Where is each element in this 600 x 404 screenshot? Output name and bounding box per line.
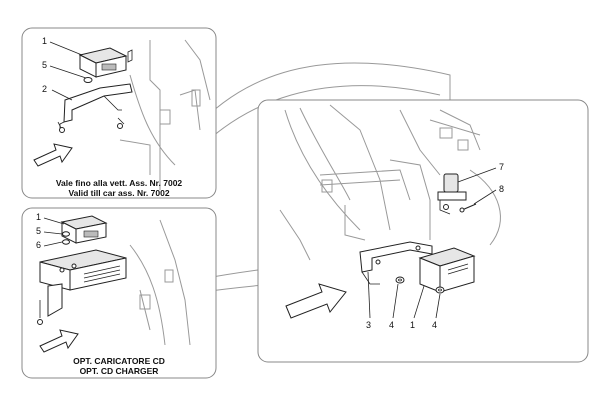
caption-italian: Vale fino alla vett. Ass. Nr. 7002: [56, 178, 183, 188]
direction-arrow-icon: [39, 329, 79, 353]
callout-6: 6: [36, 240, 41, 250]
nut-part: [395, 276, 405, 284]
callout-1: 1: [36, 212, 41, 222]
bracket-part: [359, 241, 433, 285]
panel-main: 7 8 3 4 1 4: [257, 99, 589, 363]
panel-valid-till: 1 5 2 Vale fino alla vett. Ass. Nr. 7002…: [21, 27, 217, 199]
callout-3: 3: [366, 320, 371, 330]
nut-part: [435, 286, 445, 294]
direction-arrow-icon: [285, 283, 347, 319]
caption-english: Valid till car ass. Nr. 7002: [68, 188, 169, 198]
callout-1: 1: [42, 36, 47, 46]
direction-arrow-icon: [33, 143, 73, 167]
washer-part: [83, 77, 93, 83]
cd-module: [60, 215, 108, 244]
callout-5: 5: [36, 226, 41, 236]
callout-5: 5: [42, 60, 47, 70]
panel-cd-charger: 1 5 6 OPT. CARICATORE CD OPT. CD CHARGER: [21, 207, 217, 379]
callout-1: 1: [410, 320, 415, 330]
callout-7: 7: [499, 162, 504, 172]
callout-4: 4: [389, 320, 394, 330]
caption-english: OPT. CD CHARGER: [80, 366, 159, 376]
callout-2: 2: [42, 84, 47, 94]
callout-8: 8: [499, 184, 504, 194]
caption-italian: OPT. CARICATORE CD: [73, 356, 165, 366]
callout-4: 4: [432, 320, 437, 330]
sensor-part: [437, 173, 467, 215]
cd-charger-unit: [39, 249, 127, 291]
control-module: [78, 47, 128, 78]
